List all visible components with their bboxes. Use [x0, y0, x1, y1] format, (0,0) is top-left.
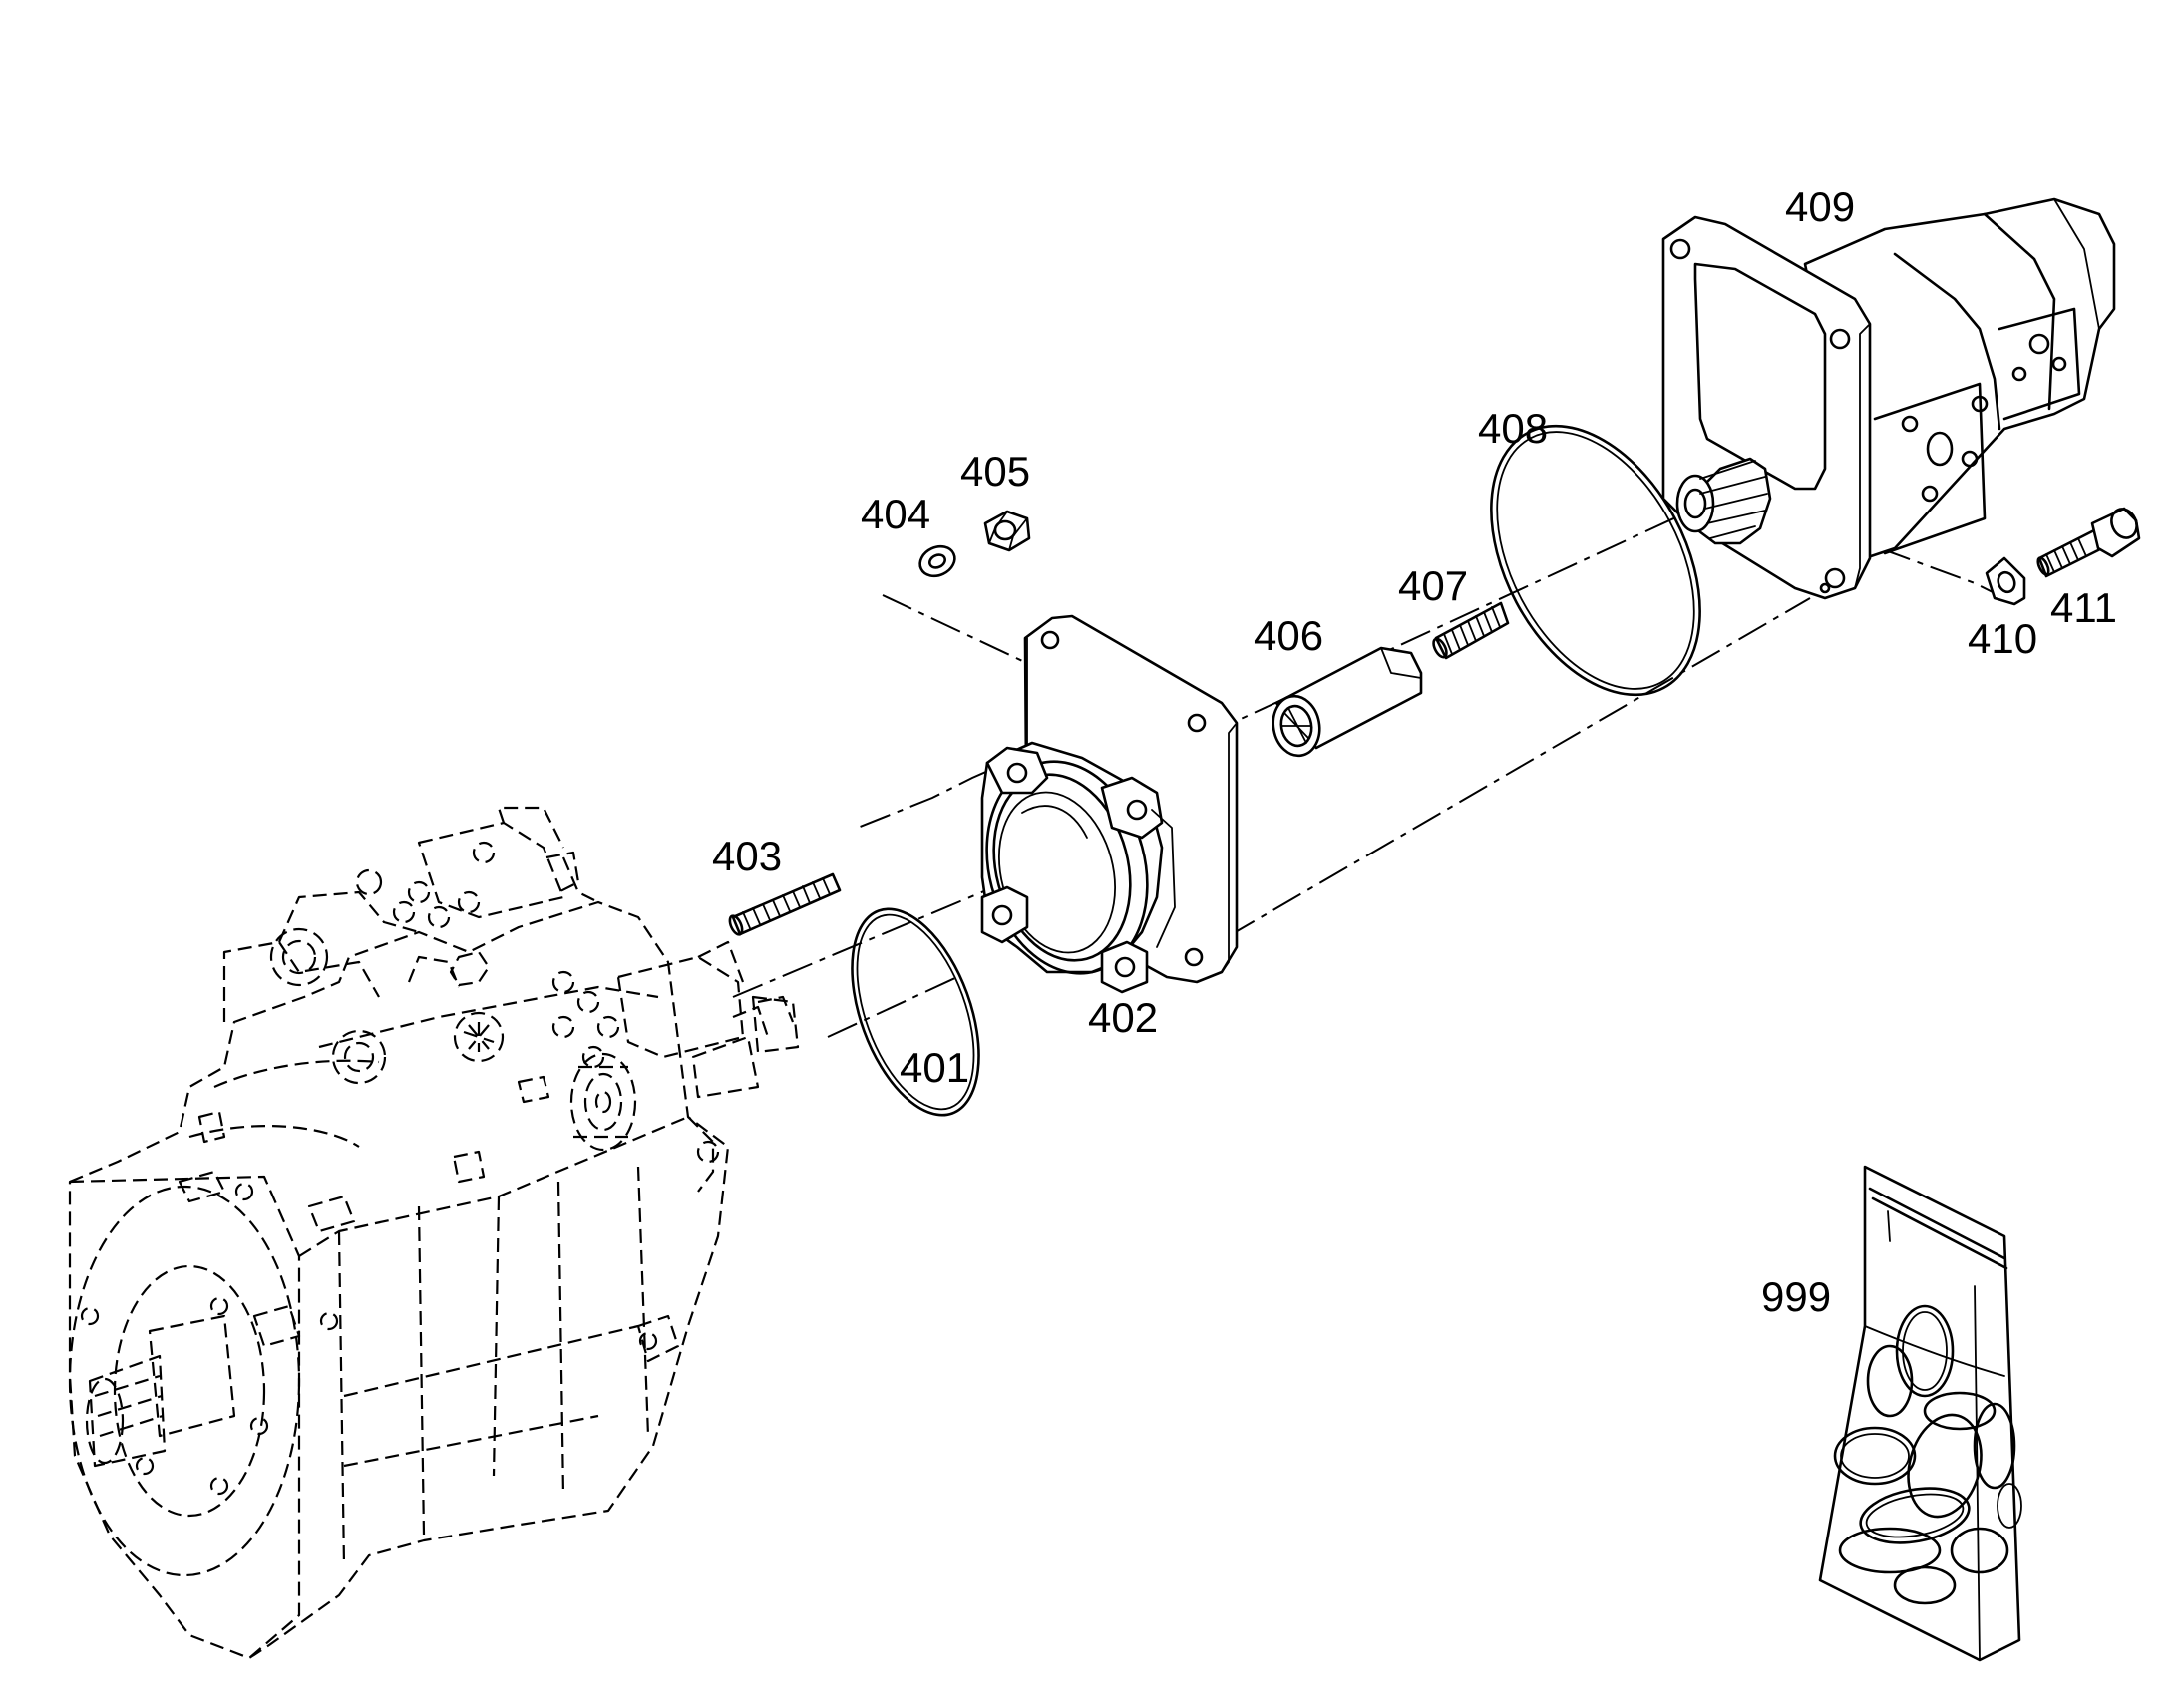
callout-labels: 401 402 403 404 405 406 407 408 409 410 … [712, 183, 2117, 1320]
callout-999: 999 [1761, 1273, 1831, 1320]
part-402-adapter-flange [980, 614, 1239, 994]
callout-410: 410 [1968, 615, 2037, 662]
callout-404: 404 [861, 491, 930, 537]
part-404-washer [918, 544, 956, 578]
callout-401: 401 [900, 1044, 969, 1091]
part-411-bolt [2036, 507, 2141, 578]
part-407-spring [1432, 601, 1510, 660]
main-pump-assembly [68, 806, 800, 1660]
part-410-washer [1985, 556, 2026, 606]
callout-408: 408 [1478, 405, 1548, 452]
part-408-o-ring [1490, 424, 1701, 697]
callout-402: 402 [1088, 994, 1158, 1041]
callout-405: 405 [960, 448, 1030, 495]
part-406-coupling [1272, 646, 1423, 758]
part-999-seal-kit [1818, 1165, 2022, 1662]
part-409-gear-pump [1661, 197, 2116, 600]
callout-407: 407 [1398, 562, 1468, 609]
callout-409: 409 [1785, 183, 1855, 230]
part-401-o-ring [851, 907, 980, 1117]
callout-403: 403 [712, 833, 782, 879]
part-405-nut [983, 510, 1031, 552]
part-403-stud [728, 872, 842, 936]
callout-411: 411 [2050, 584, 2117, 631]
callout-406: 406 [1254, 612, 1323, 659]
